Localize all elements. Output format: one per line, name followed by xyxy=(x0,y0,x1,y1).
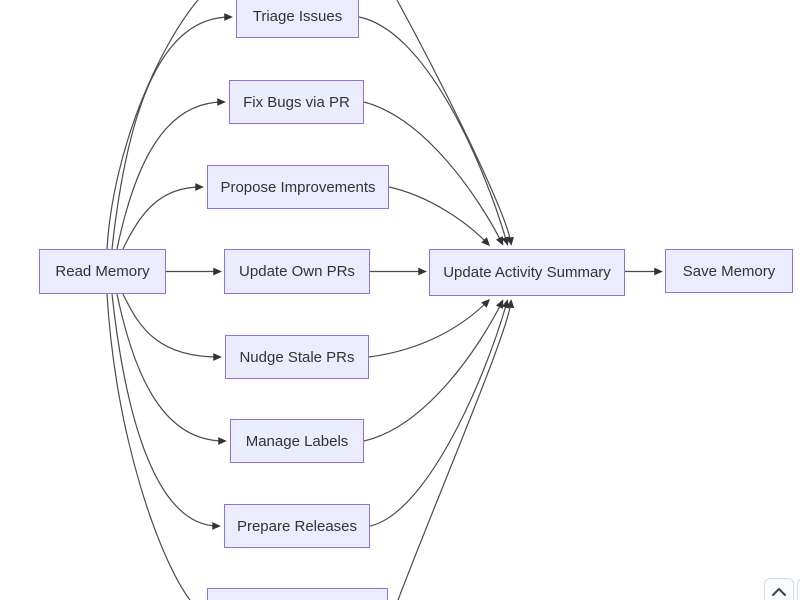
edge-read-memory-to-prepare-releases xyxy=(111,293,221,530)
node-label: Manage Labels xyxy=(245,432,349,450)
node-partial-bottom xyxy=(207,588,388,600)
node-label: Fix Bugs via PR xyxy=(243,93,350,111)
edge-read-memory-to-partial-bottom xyxy=(106,293,191,600)
node-update-activity-summary: Update Activity Summary xyxy=(429,249,625,296)
node-nudge-stale-prs: Nudge Stale PRs xyxy=(225,335,369,379)
edge-read-memory-to-fix-bugs xyxy=(116,98,226,250)
node-prepare-releases: Prepare Releases xyxy=(224,504,370,548)
edge-triage-issues-to-update-activity-summary xyxy=(358,16,510,246)
node-label: Save Memory xyxy=(682,262,776,280)
edge-manage-labels-to-update-activity-summary xyxy=(363,299,504,442)
edge-propose-improvements-to-update-activity-summary xyxy=(388,186,490,247)
edge-prepare-releases-to-update-activity-summary xyxy=(369,299,510,527)
node-update-own-prs: Update Own PRs xyxy=(224,249,370,294)
partial-hidden-button[interactable] xyxy=(797,578,800,600)
node-label: Propose Improvements xyxy=(220,178,376,196)
node-fix-bugs-via-pr: Fix Bugs via PR xyxy=(229,80,364,124)
chevron-up-icon xyxy=(772,588,786,596)
edge-fix-bugs-to-update-activity-summary xyxy=(363,101,504,246)
edge-read-memory-to-nudge-stale-prs xyxy=(122,293,222,361)
node-label: Read Memory xyxy=(55,263,150,280)
node-label: Prepare Releases xyxy=(236,517,358,535)
node-propose-improvements: Propose Improvements xyxy=(207,165,389,209)
edge-offscreen-above-to-update-activity-summary xyxy=(396,0,514,246)
node-label: Triage Issues xyxy=(252,7,343,25)
edge-read-memory-to-offscreen-above xyxy=(106,0,199,250)
node-label: Update Own PRs xyxy=(239,263,355,280)
edge-read-memory-to-propose-improvements xyxy=(122,183,204,250)
node-read-memory: Read Memory xyxy=(39,249,166,294)
node-triage-issues: Triage Issues xyxy=(236,0,359,38)
node-label: Update Activity Summary xyxy=(443,264,611,281)
node-label: Nudge Stale PRs xyxy=(239,348,355,366)
scroll-up-button[interactable] xyxy=(764,578,794,600)
node-save-memory: Save Memory xyxy=(665,249,793,293)
edge-read-memory-to-manage-labels xyxy=(116,293,227,445)
edge-nudge-stale-prs-to-update-activity-summary xyxy=(368,298,491,358)
edge-read-memory-to-triage-issues xyxy=(111,13,233,250)
edge-partial-bottom-to-update-activity-summary xyxy=(397,299,515,600)
node-manage-labels: Manage Labels xyxy=(230,419,364,463)
